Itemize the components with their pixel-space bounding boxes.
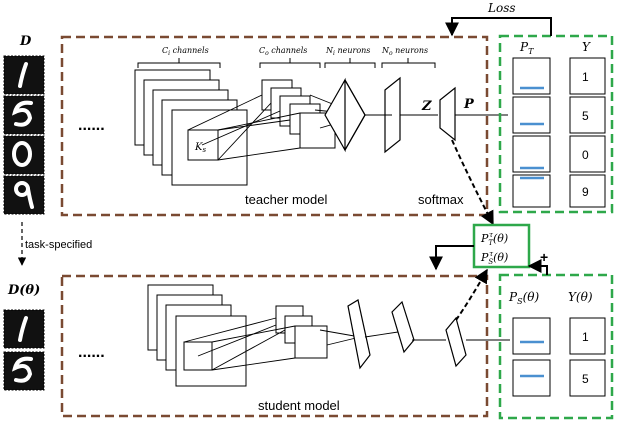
- student-softmax-plane: [445, 316, 467, 368]
- label-cell: [569, 96, 606, 134]
- task-specified-label: task-specified: [25, 239, 92, 251]
- softmax-label: softmax: [418, 192, 464, 207]
- prob-cell: [512, 96, 551, 134]
- label-cell-text: 9: [582, 185, 589, 199]
- loss-label: Loss: [487, 1, 516, 15]
- label-cell-text: 5: [582, 372, 589, 386]
- co-brace: [259, 58, 321, 68]
- ni-brace: [324, 58, 376, 68]
- label-cell: [569, 57, 606, 95]
- teacher-digit-images: [3, 55, 45, 215]
- loss-arrow: [445, 17, 552, 37]
- teacher-model-box: [60, 35, 489, 217]
- dataset-param-symbol: D(θ): [7, 283, 40, 298]
- student-fc-layer-1: [347, 299, 371, 370]
- digit-image: [3, 135, 45, 175]
- prob-cell: [512, 359, 551, 397]
- digit-image: [3, 95, 45, 135]
- student-output-channels: [275, 305, 328, 359]
- kernel-label: Ks: [194, 142, 206, 154]
- student-model-label: student model: [258, 398, 340, 413]
- label-cell: [569, 359, 606, 397]
- p-label: P: [463, 97, 475, 112]
- teacher-model-label: teacher model: [245, 192, 327, 207]
- digit-image: [3, 55, 45, 95]
- label-cell: [569, 135, 606, 173]
- prob-cell: [512, 317, 551, 355]
- prob-cell: [512, 174, 551, 208]
- plus-label: +: [540, 249, 548, 265]
- digit-image: [3, 309, 45, 349]
- student-fc-layer-2: [391, 300, 415, 354]
- ci-label: Ci channels: [162, 46, 209, 57]
- ci-brace: [137, 58, 221, 68]
- label-cell: [569, 317, 606, 355]
- ps-prob-cells: [512, 317, 551, 397]
- y-theta-label-cells: 1 5: [569, 317, 606, 397]
- teacher-to-soft-arrow: [451, 139, 494, 226]
- teacher-output-channels: [261, 79, 336, 149]
- student-input-channels: [147, 284, 247, 387]
- label-cell-text: 0: [582, 148, 589, 162]
- digit-image: [3, 175, 45, 215]
- co-label: Co channels: [259, 46, 307, 57]
- student-dots: ......: [78, 344, 105, 361]
- kernel-box: [187, 129, 219, 161]
- label-cell-text: 5: [582, 109, 589, 123]
- z-label: Z: [421, 99, 432, 114]
- student-model-box: [60, 274, 489, 418]
- teacher-outputs-box: [498, 34, 614, 214]
- y-label-cells: 1 5 0 9: [569, 57, 606, 208]
- student-to-soft-arrow: [455, 268, 488, 321]
- teacher-softmax-plane: [439, 86, 456, 142]
- y-header: Y: [582, 40, 591, 54]
- channel-plane: [294, 325, 328, 359]
- dataset-symbol: D: [19, 34, 32, 49]
- digit-image: [3, 351, 45, 391]
- soft-prob-teacher: PTτ(θ): [480, 231, 508, 247]
- no-label: No neurons: [381, 46, 428, 57]
- teacher-dots: ......: [78, 117, 105, 134]
- label-cell: [569, 174, 606, 208]
- label-cell-text: 1: [582, 330, 589, 344]
- fc-layer-ni-shape: [324, 77, 346, 153]
- no-brace: [381, 58, 436, 68]
- prob-cell: [512, 135, 551, 173]
- fc-layer-no: [384, 76, 401, 154]
- label-cell-text: 1: [582, 70, 589, 84]
- soft-prob-box: [472, 223, 531, 269]
- soft-prob-student: PSτ(θ): [480, 250, 508, 266]
- soft-to-student-arrow: [429, 245, 474, 271]
- student-conv-lines: [183, 317, 361, 371]
- pt-header: PT: [519, 40, 534, 56]
- plus-arrow: [527, 259, 548, 275]
- y-theta-header: Y(θ): [568, 290, 593, 304]
- ni-label: Ni neurons: [325, 46, 370, 57]
- student-digit-images: [3, 309, 45, 391]
- student-outputs-box: [498, 273, 614, 420]
- pt-prob-cells: [512, 57, 551, 208]
- ps-header: PS(θ): [508, 290, 539, 306]
